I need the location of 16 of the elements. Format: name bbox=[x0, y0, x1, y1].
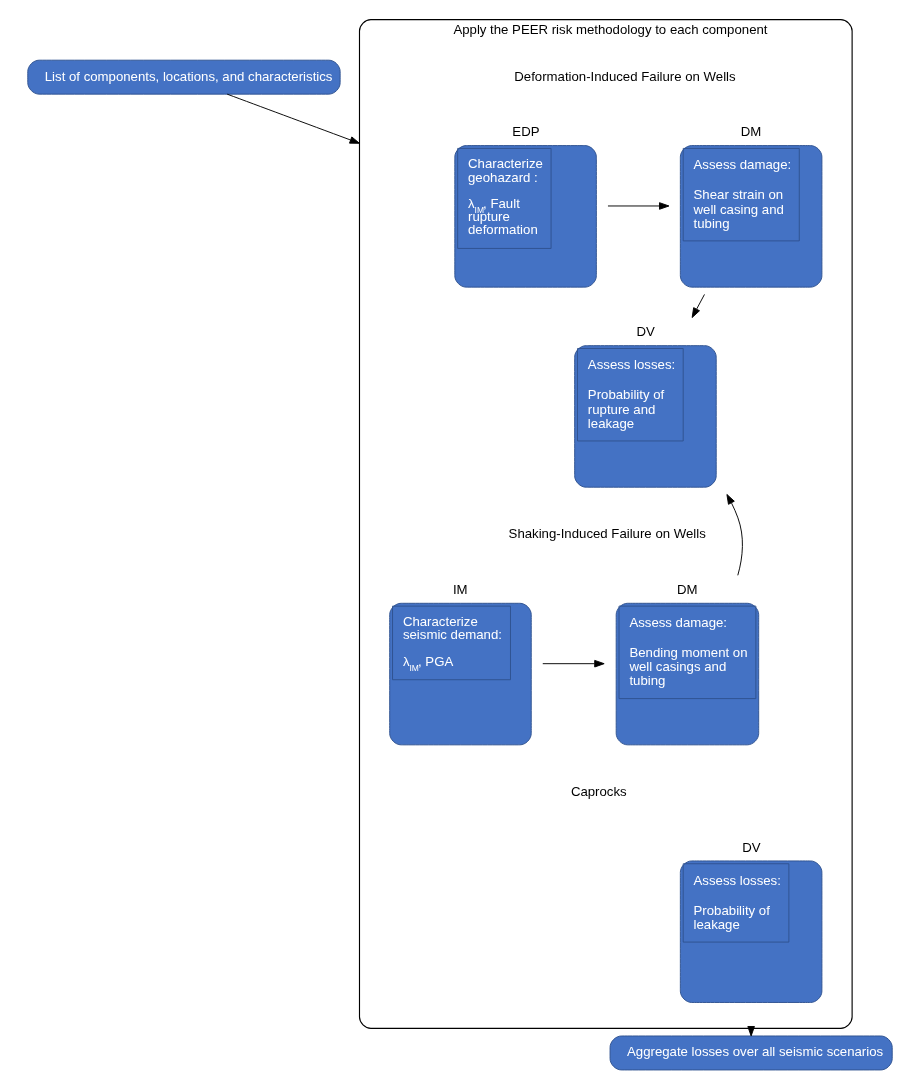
node-label: DM bbox=[740, 124, 762, 140]
node-label: DV bbox=[636, 324, 655, 340]
arrow bbox=[542, 659, 605, 668]
arrow bbox=[726, 494, 743, 576]
label: Shaking-Induced Failure on Wells bbox=[508, 526, 706, 542]
arrow bbox=[691, 293, 705, 318]
label: Deformation-Induced Failure on Wells bbox=[514, 68, 736, 84]
node-label: DM bbox=[677, 582, 698, 598]
node-box: List of components, locations, and characteristics bbox=[27, 59, 341, 95]
node-box: Aggregate losses over all seismic scenarios bbox=[609, 1035, 893, 1071]
node-label: IM bbox=[452, 582, 468, 598]
node-label: DV bbox=[742, 839, 761, 855]
label: Caprocks bbox=[570, 783, 627, 799]
arrow bbox=[226, 93, 360, 144]
node-label: EDP bbox=[512, 124, 540, 140]
arrow bbox=[607, 202, 670, 210]
